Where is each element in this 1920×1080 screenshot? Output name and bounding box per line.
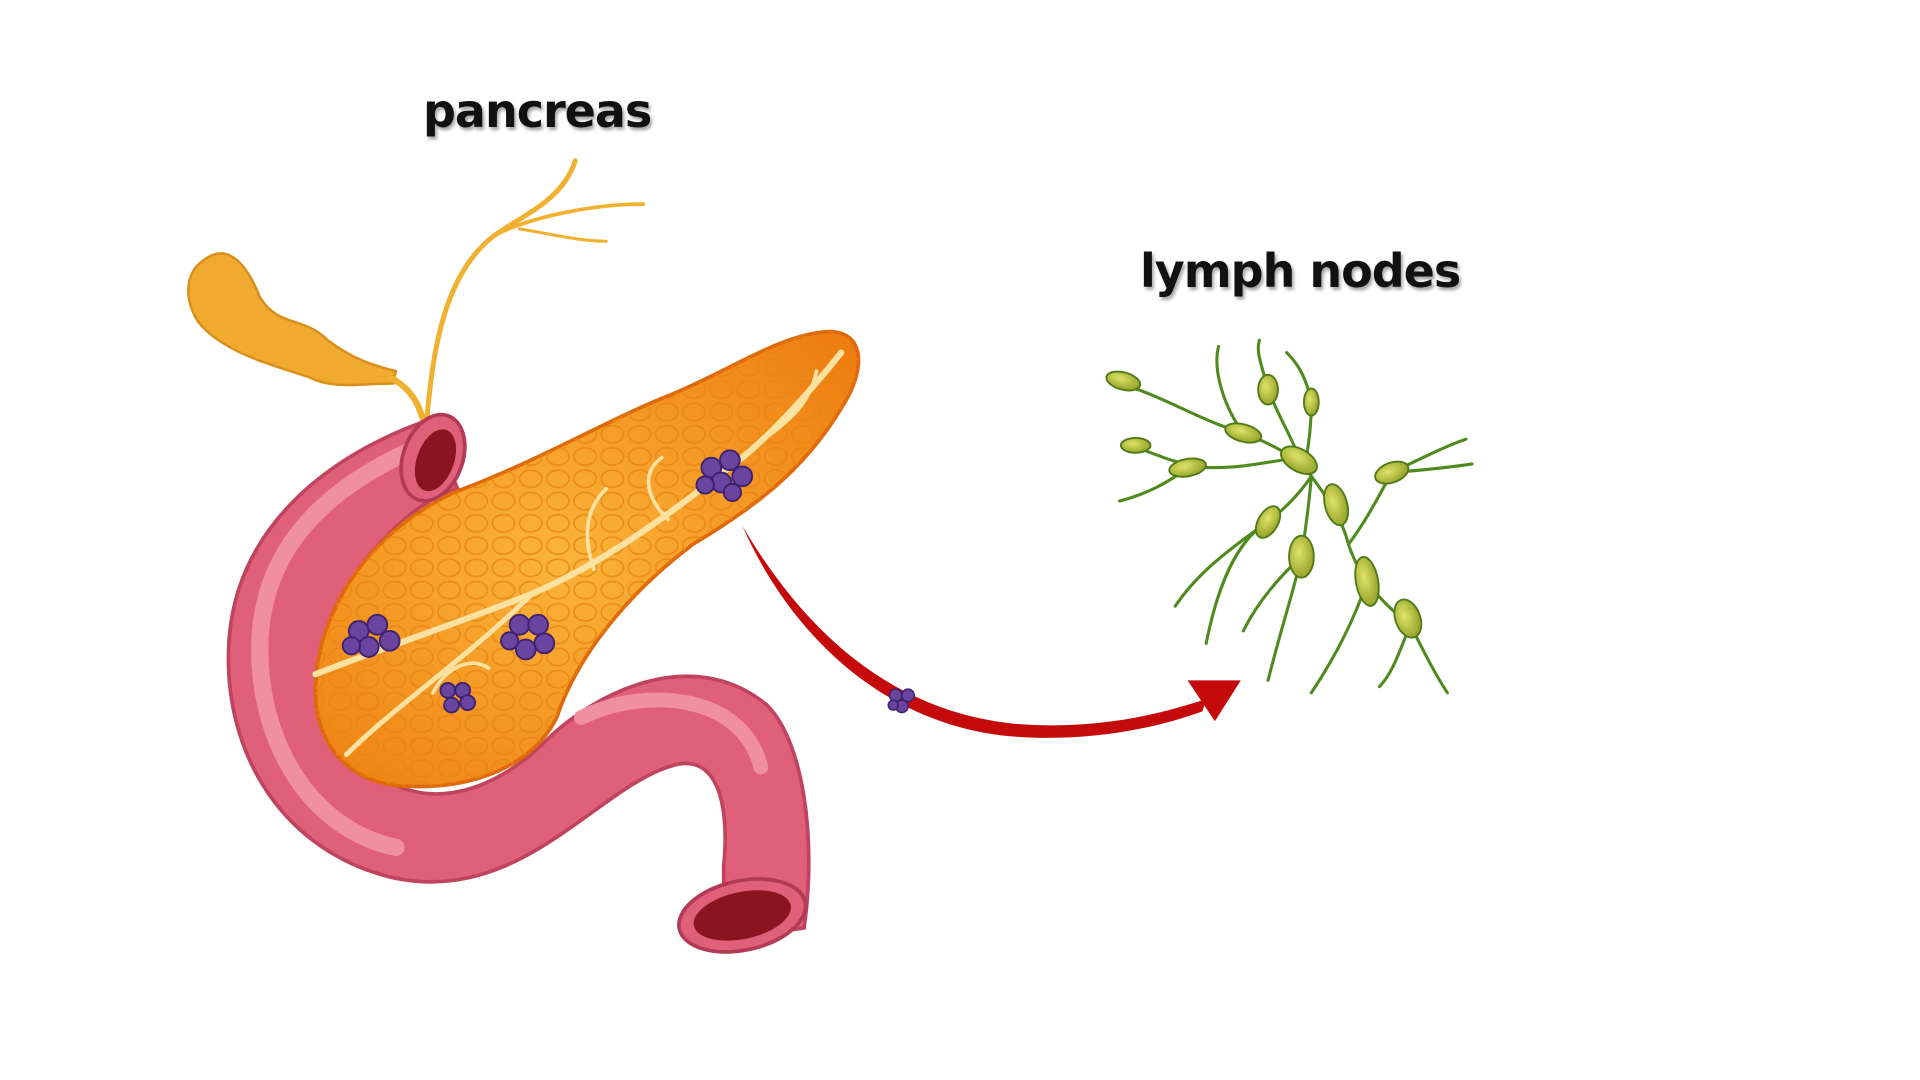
- tumor-cluster: [695, 449, 754, 502]
- pancreas-label: pancreas: [423, 84, 652, 138]
- lymph-node-network: [1105, 338, 1474, 695]
- migrating-tumor-cell: [887, 688, 915, 714]
- tumor-cluster: [500, 613, 556, 661]
- pancreatic-duct: [312, 349, 845, 758]
- tumor-cluster: [439, 681, 476, 714]
- metastasis-arrow: [742, 525, 1241, 738]
- lymph-nodes-label: lymph nodes: [1140, 244, 1461, 298]
- gallbladder: [187, 252, 398, 387]
- tumor-clusters: [341, 449, 754, 714]
- tumor-cluster: [341, 613, 401, 658]
